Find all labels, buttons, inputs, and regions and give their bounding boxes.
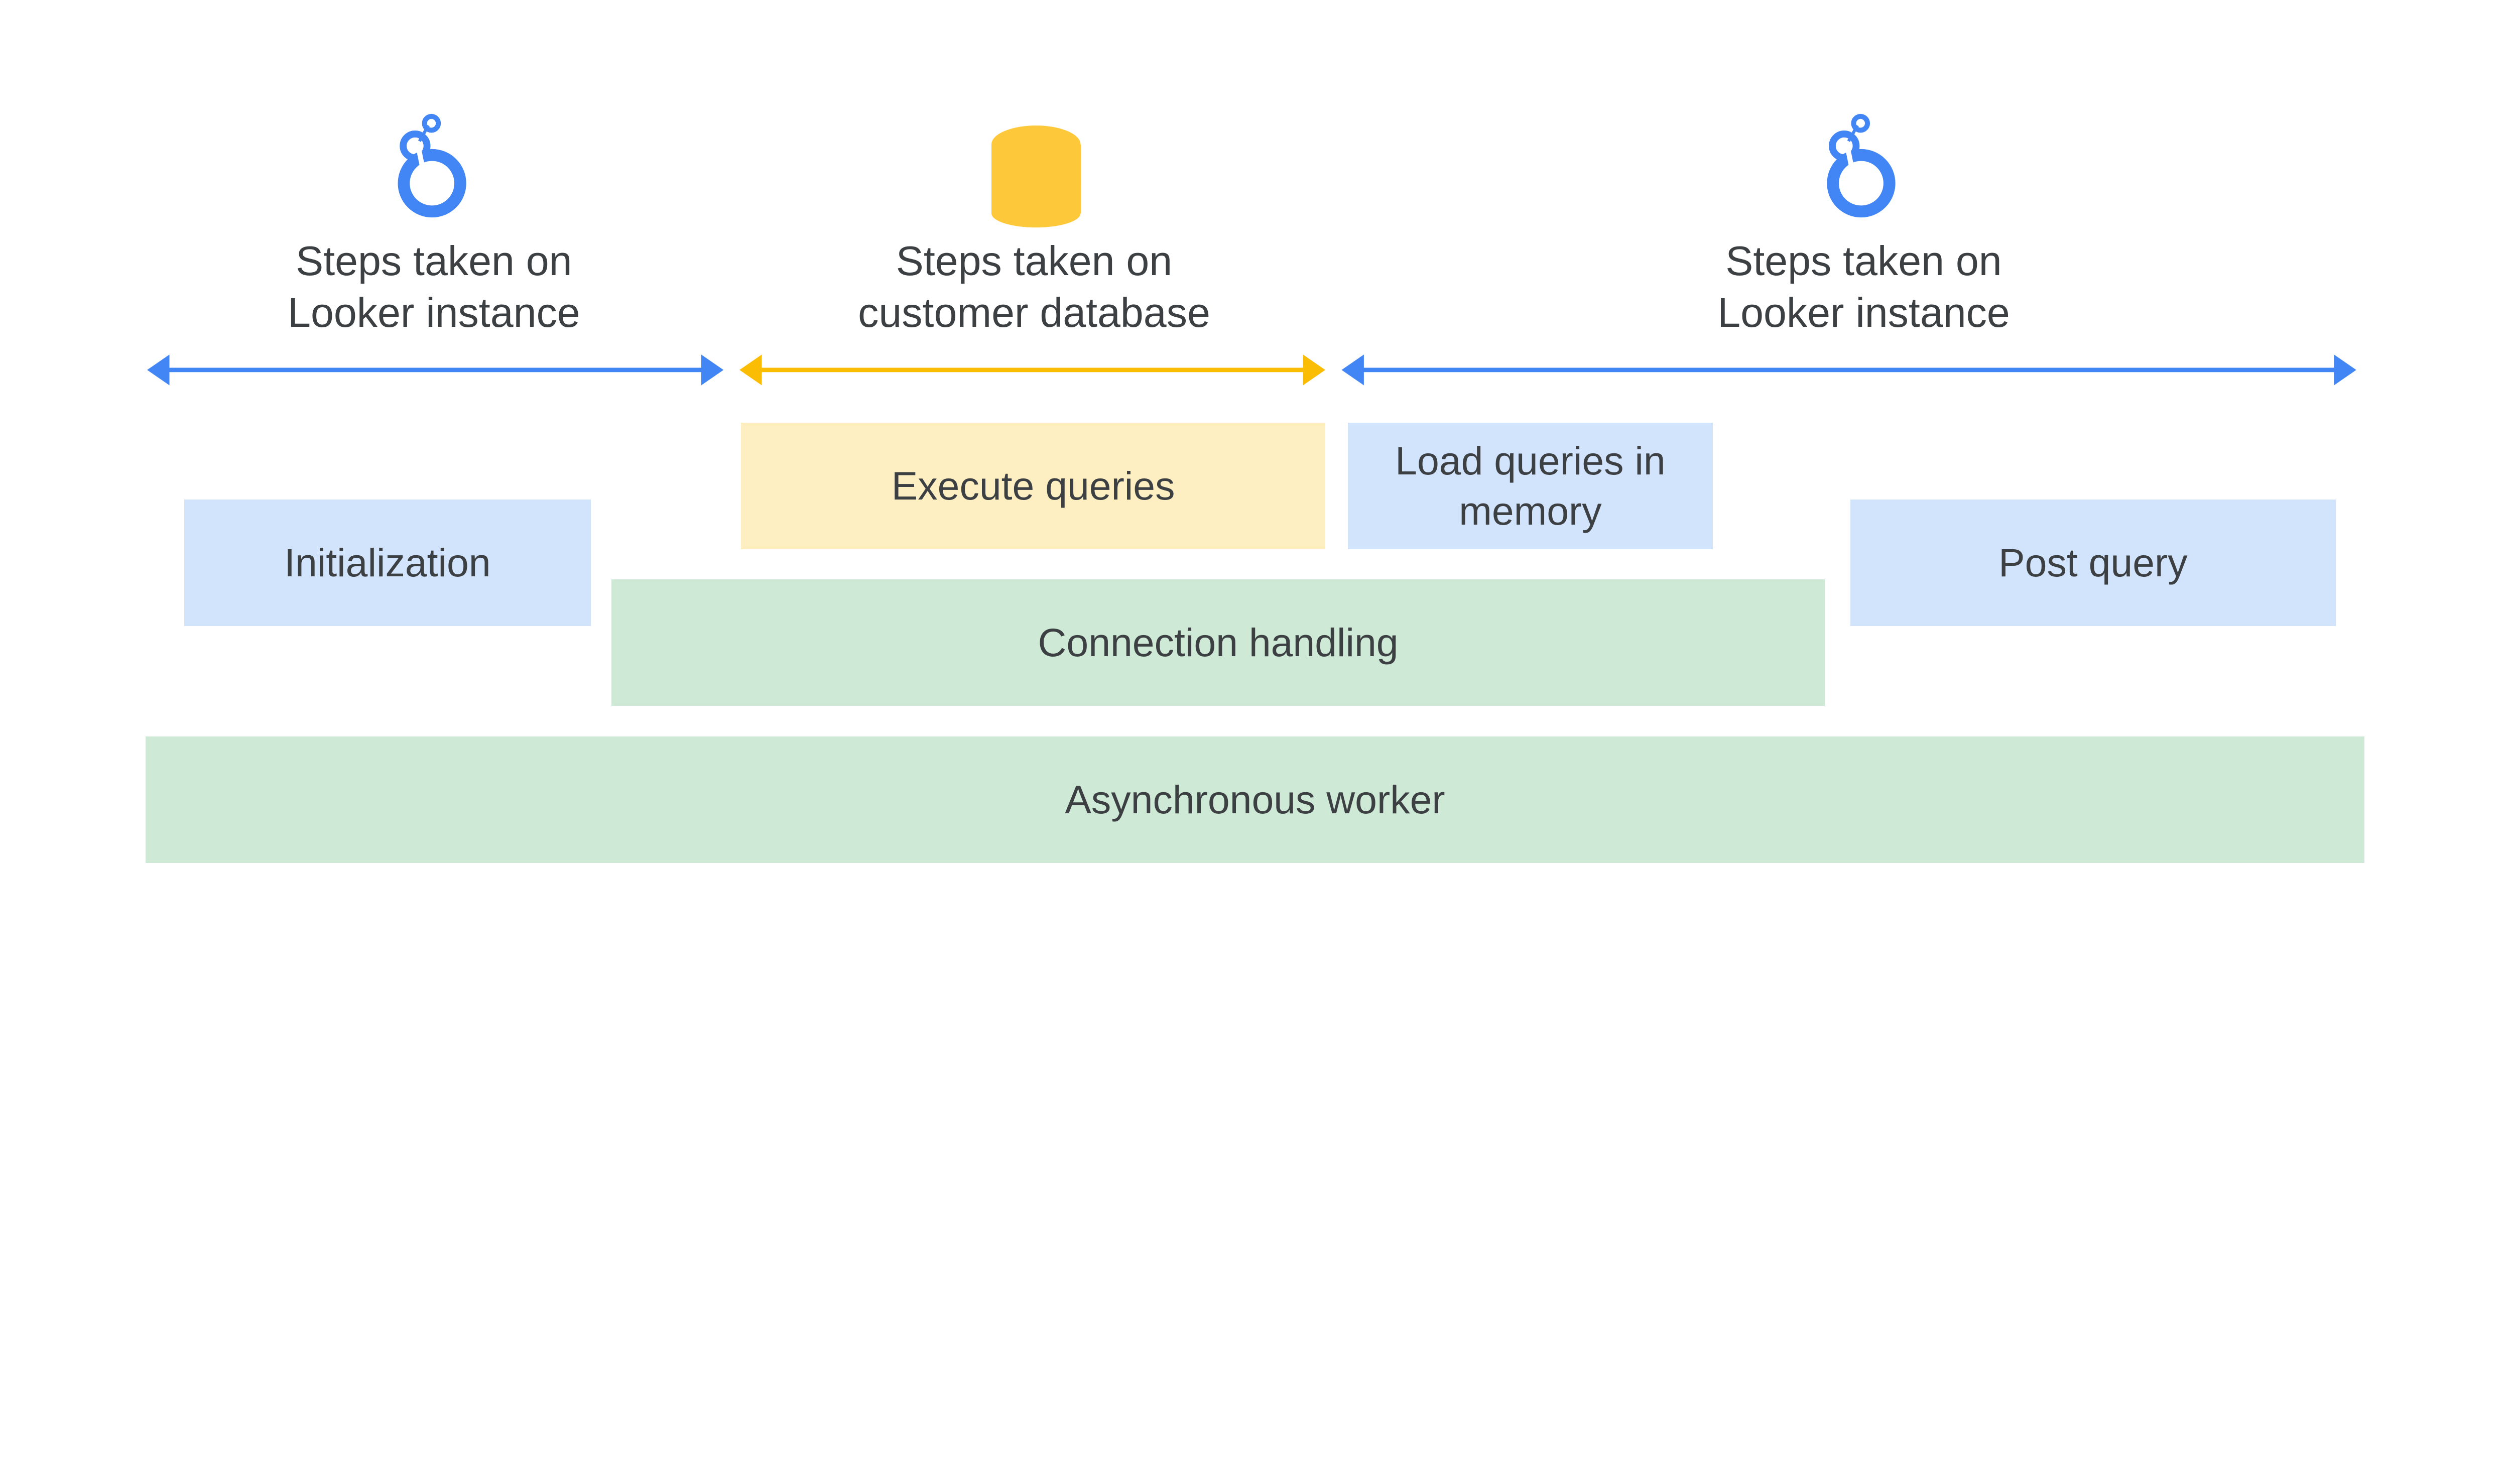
box-label: Connection handling — [1038, 621, 1399, 665]
box-label: Load queries in memory — [1395, 438, 1666, 533]
execute-queries-box: Execute queries — [741, 422, 1325, 549]
initialization-box: Initialization — [184, 500, 591, 626]
box-label: Asynchronous worker — [1065, 777, 1445, 822]
heading-line: Looker instance — [288, 289, 580, 336]
section-heading-looker-1: Steps taken on Looker instance — [183, 235, 685, 339]
section-heading-database: Steps taken on customer database — [783, 235, 1285, 339]
double-arrow-looker-1 — [147, 354, 724, 386]
looker-logo-icon — [1827, 113, 1896, 218]
connection-handling-box: Connection handling — [611, 579, 1825, 706]
post-query-box: Post query — [1850, 500, 2336, 626]
double-arrow-looker-2 — [1341, 354, 2356, 386]
database-icon — [991, 126, 1081, 228]
box-label: Execute queries — [891, 463, 1175, 508]
heading-line: Steps taken on — [896, 237, 1173, 284]
diagram-graphics — [147, 113, 2356, 386]
diagram: Steps taken on Looker instance Steps tak… — [0, 0, 2510, 928]
heading-line: Looker instance — [1717, 289, 2010, 336]
box-label: Post query — [1998, 540, 2188, 585]
load-queries-box: Load queries in memory — [1348, 422, 1713, 549]
looker-logo-icon — [398, 113, 466, 218]
section-heading-looker-2: Steps taken on Looker instance — [1613, 235, 2115, 339]
heading-line: Steps taken on — [1725, 237, 2002, 284]
heading-line: customer database — [858, 289, 1210, 336]
heading-line: Steps taken on — [296, 237, 572, 284]
double-arrow-database — [739, 354, 1325, 386]
asynchronous-worker-box: Asynchronous worker — [146, 736, 2364, 863]
box-label: Initialization — [284, 540, 491, 585]
